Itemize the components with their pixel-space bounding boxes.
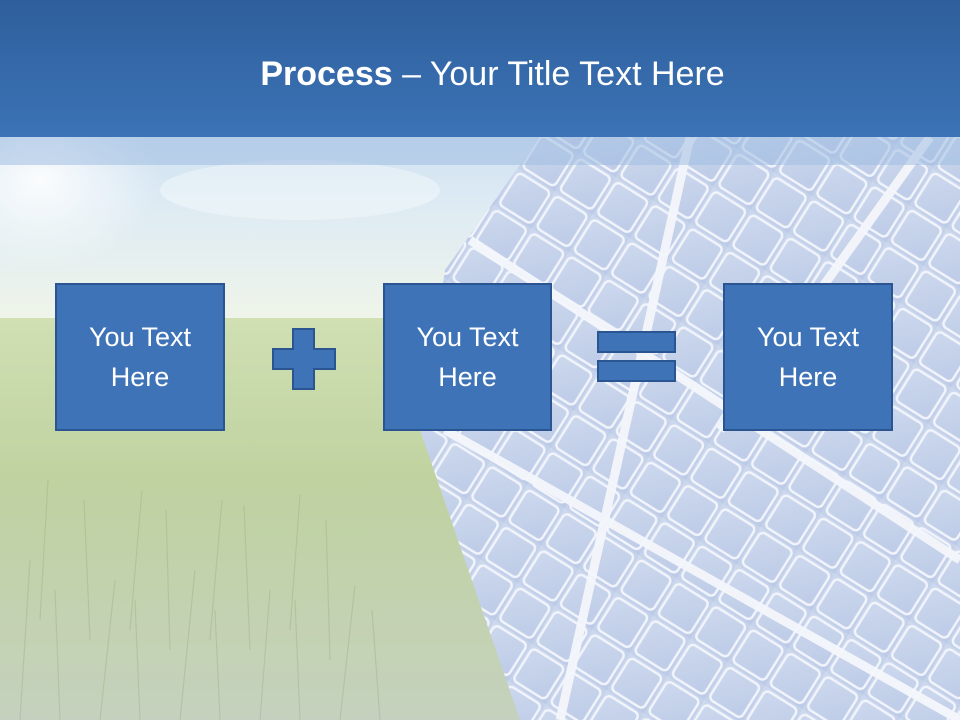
plus-icon[interactable] — [272, 328, 336, 390]
process-box-3[interactable]: You Text Here — [723, 283, 893, 431]
process-box-1[interactable]: You Text Here — [55, 283, 225, 431]
slide-title[interactable]: Process – Your Title Text Here — [0, 52, 960, 96]
equals-icon[interactable] — [596, 330, 678, 384]
process-box-1-text: You Text Here — [88, 322, 192, 392]
title-rest-part: – Your Title Text Here — [392, 55, 725, 93]
process-box-2[interactable]: You Text Here — [383, 283, 552, 431]
title-bar — [0, 0, 960, 137]
title-bold-part: Process — [260, 55, 393, 93]
process-box-3-text: You Text Here — [756, 322, 860, 392]
process-box-2-text: You Text Here — [416, 322, 519, 392]
title-strip — [0, 137, 960, 165]
